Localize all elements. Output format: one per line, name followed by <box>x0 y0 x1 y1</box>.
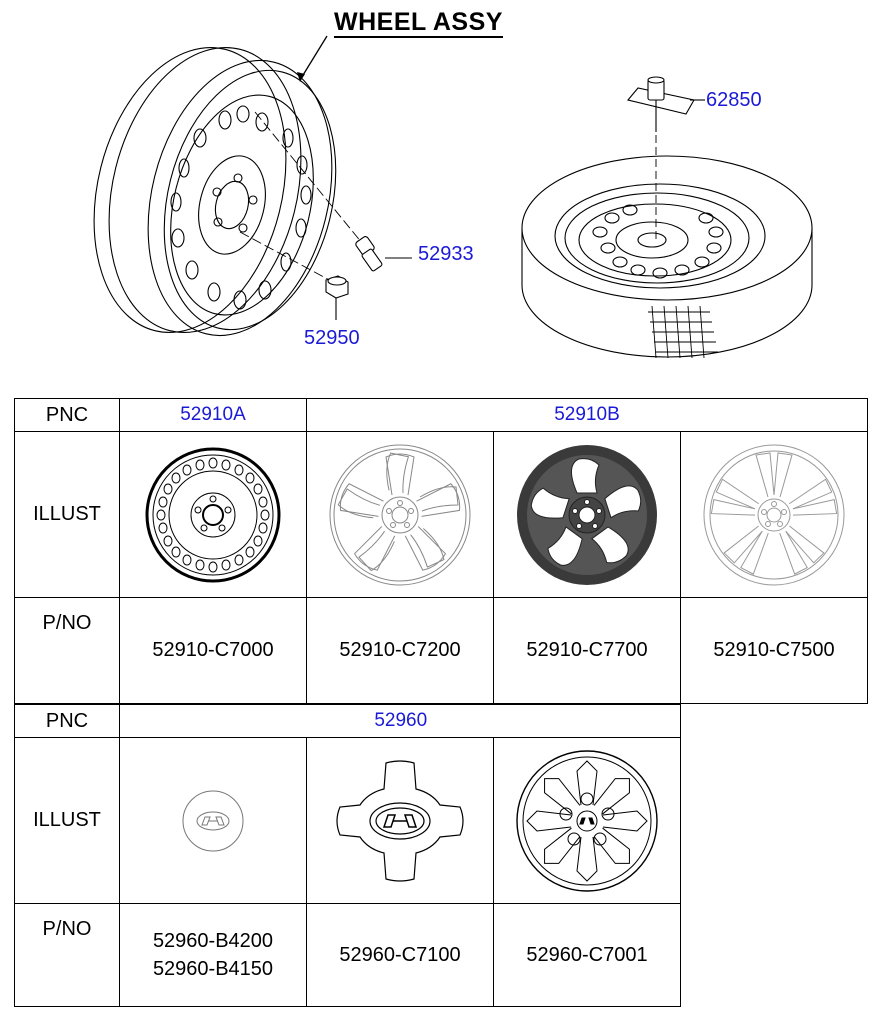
pnc-label: PNC <box>14 704 120 738</box>
wheel-cover-icon <box>516 749 658 892</box>
part-number: 52910-C7500 <box>680 597 868 704</box>
illust-center-cap <box>306 737 494 904</box>
hubcap-parts-table: PNC 52960 ILLUST <box>14 704 681 1007</box>
pnc-52910b: 52910B <box>306 398 868 432</box>
part-number-cell: 52960-B4200 52960-B4150 <box>119 903 307 1007</box>
pno-label: P/NO <box>14 597 120 704</box>
alloy-wheel-icon <box>329 444 471 585</box>
illust-label: ILLUST <box>14 431 120 598</box>
part-number: 52910-C7000 <box>119 597 307 704</box>
wheel-parts-table: PNC 52910A 52910B ILLUST <box>14 398 868 704</box>
illust-alloy-c7500 <box>680 431 868 598</box>
page-title: WHEEL ASSY <box>334 8 503 38</box>
lug-nut-icon <box>325 275 349 320</box>
callout-valve: 52933 <box>418 243 474 265</box>
illust-hub-cap <box>119 737 307 904</box>
hub-cap-icon <box>336 759 464 882</box>
alloy-wheel-icon <box>703 444 845 585</box>
callout-carrier: 62850 <box>706 89 762 111</box>
part-number: 52960-C7100 <box>306 903 494 1007</box>
carrier-bracket-icon <box>627 76 705 132</box>
illust-label: ILLUST <box>14 737 120 904</box>
callout-nut: 52950 <box>304 327 360 349</box>
valve-icon <box>355 236 412 272</box>
part-number: 52960-B4200 <box>152 930 274 952</box>
alloy-wheel-icon <box>517 444 657 585</box>
illust-alloy-c7200 <box>306 431 494 598</box>
steel-wheel-icon <box>93 47 337 337</box>
illust-alloy-c7700 <box>493 431 681 598</box>
pnc-52960: 52960 <box>213 704 588 738</box>
illust-steel-wheel <box>119 431 307 598</box>
part-number: 52960-B4150 <box>152 958 274 980</box>
pnc-52910a: 52910A <box>119 398 307 432</box>
spare-tire-icon <box>521 155 813 359</box>
exploded-diagram <box>93 35 813 359</box>
hub-cap-icon <box>182 790 244 851</box>
pno-label: P/NO <box>14 903 120 1007</box>
part-number: 52910-C7700 <box>493 597 681 704</box>
pnc-label: PNC <box>14 398 120 432</box>
illust-wheel-cover <box>493 737 681 904</box>
part-number: 52910-C7200 <box>306 597 494 704</box>
part-number: 52960-C7001 <box>493 903 681 1007</box>
steel-wheel-icon <box>145 447 281 582</box>
